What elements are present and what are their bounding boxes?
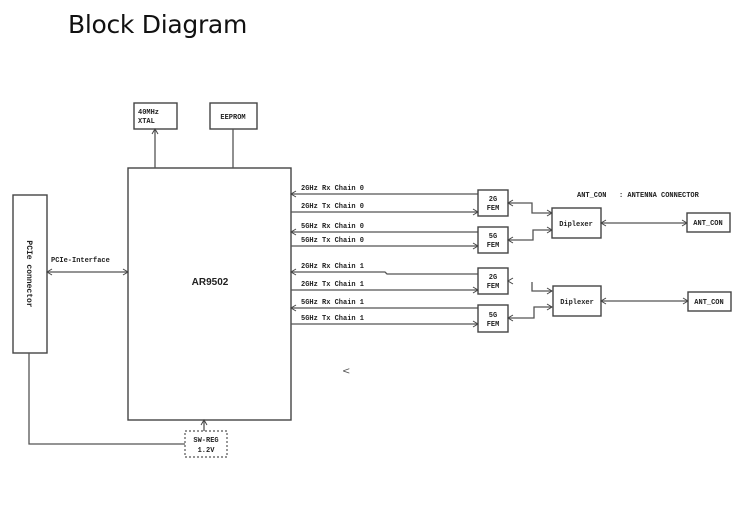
fem-band-label: 2G: [489, 196, 497, 204]
signal-label: 5GHz Tx Chain 0: [301, 237, 364, 245]
xtal-label-line2: XTAL: [138, 118, 155, 126]
signal-label: 2GHz Rx Chain 1: [301, 263, 364, 271]
fem-block: 2G FEM: [477, 189, 509, 217]
eeprom-label: EEPROM: [220, 114, 245, 122]
fem-band-label: 2G: [489, 274, 497, 282]
antenna-connector-block: [687, 291, 732, 312]
arrowhead: [290, 268, 297, 276]
fem-band-label: 5G: [489, 312, 497, 320]
signal-label: 2GHz Tx Chain 0: [301, 203, 364, 211]
signal-label: 5GHz Rx Chain 0: [301, 223, 364, 231]
ar9502-chip-block: [127, 167, 292, 421]
chip-label: AR9502: [192, 277, 229, 288]
arrowhead: [546, 287, 553, 295]
signal-label: 2GHz Rx Chain 0: [301, 185, 364, 193]
fem-diplexer-line: [508, 306, 552, 319]
arrowhead: [600, 219, 607, 227]
arrowhead: [290, 190, 297, 198]
signal-label: 5GHz Tx Chain 1: [301, 315, 364, 323]
diplexer-label: Diplexer: [559, 221, 593, 229]
arrowhead: [507, 277, 514, 285]
eeprom-block: [209, 102, 258, 130]
arrowhead: [46, 268, 53, 276]
arrowhead: [507, 314, 514, 322]
arrowhead: [200, 419, 208, 426]
sw-reg-block: [184, 430, 228, 458]
arrowhead: [600, 297, 607, 305]
sw-reg-label-line1: SW-REG: [193, 437, 218, 445]
legend-text: ANT_CON : ANTENNA CONNECTOR: [577, 192, 700, 200]
fem-band-label: 5G: [489, 233, 497, 241]
arrowhead: [507, 236, 514, 244]
pcie-to-reg-line: [28, 353, 185, 445]
fem-block: 5G FEM: [477, 304, 509, 333]
diplexer-label: Diplexer: [560, 299, 594, 307]
antenna-connector-label: ANT_CON: [693, 220, 722, 228]
antenna-connector-block: [686, 212, 731, 233]
pcie-interface-label: PCIe-Interface: [51, 257, 110, 265]
fem-diplexer-line: [508, 202, 552, 214]
fem-diplexer-line: [508, 229, 552, 241]
arrowhead: [546, 303, 553, 311]
page-title: Block Diagram: [68, 10, 247, 39]
pcie-connector-block: [12, 194, 48, 354]
fem-block: 2G FEM: [477, 267, 509, 295]
fem-label: FEM: [487, 321, 500, 329]
antenna-connector-label: ANT_CON: [694, 299, 723, 307]
fem-block: 5G FEM: [477, 226, 509, 254]
arrowhead: [507, 199, 514, 207]
signal-lines: 2GHz Rx Chain 0 2GHz Tx Chain 0 5GHz Rx …: [290, 185, 479, 328]
arrowhead: [290, 228, 297, 236]
fem-diplexer-line: [531, 282, 552, 292]
fem-label: FEM: [487, 205, 500, 213]
signal-label: 2GHz Tx Chain 1: [301, 281, 364, 289]
stray-chevron-mark: <: [342, 366, 350, 377]
signal-label: 5GHz Rx Chain 1: [301, 299, 364, 307]
arrowhead: [151, 128, 159, 135]
fem-label: FEM: [487, 242, 500, 250]
xtal-block: [133, 102, 178, 130]
pcie-connector-label: PCIe connector: [24, 240, 33, 307]
sw-reg-label-line2: 1.2V: [198, 447, 216, 455]
fem-label: FEM: [487, 283, 500, 291]
signal-line: [291, 271, 478, 275]
arrowhead: [290, 304, 297, 312]
xtal-label-line1: 40MHz: [138, 109, 159, 117]
